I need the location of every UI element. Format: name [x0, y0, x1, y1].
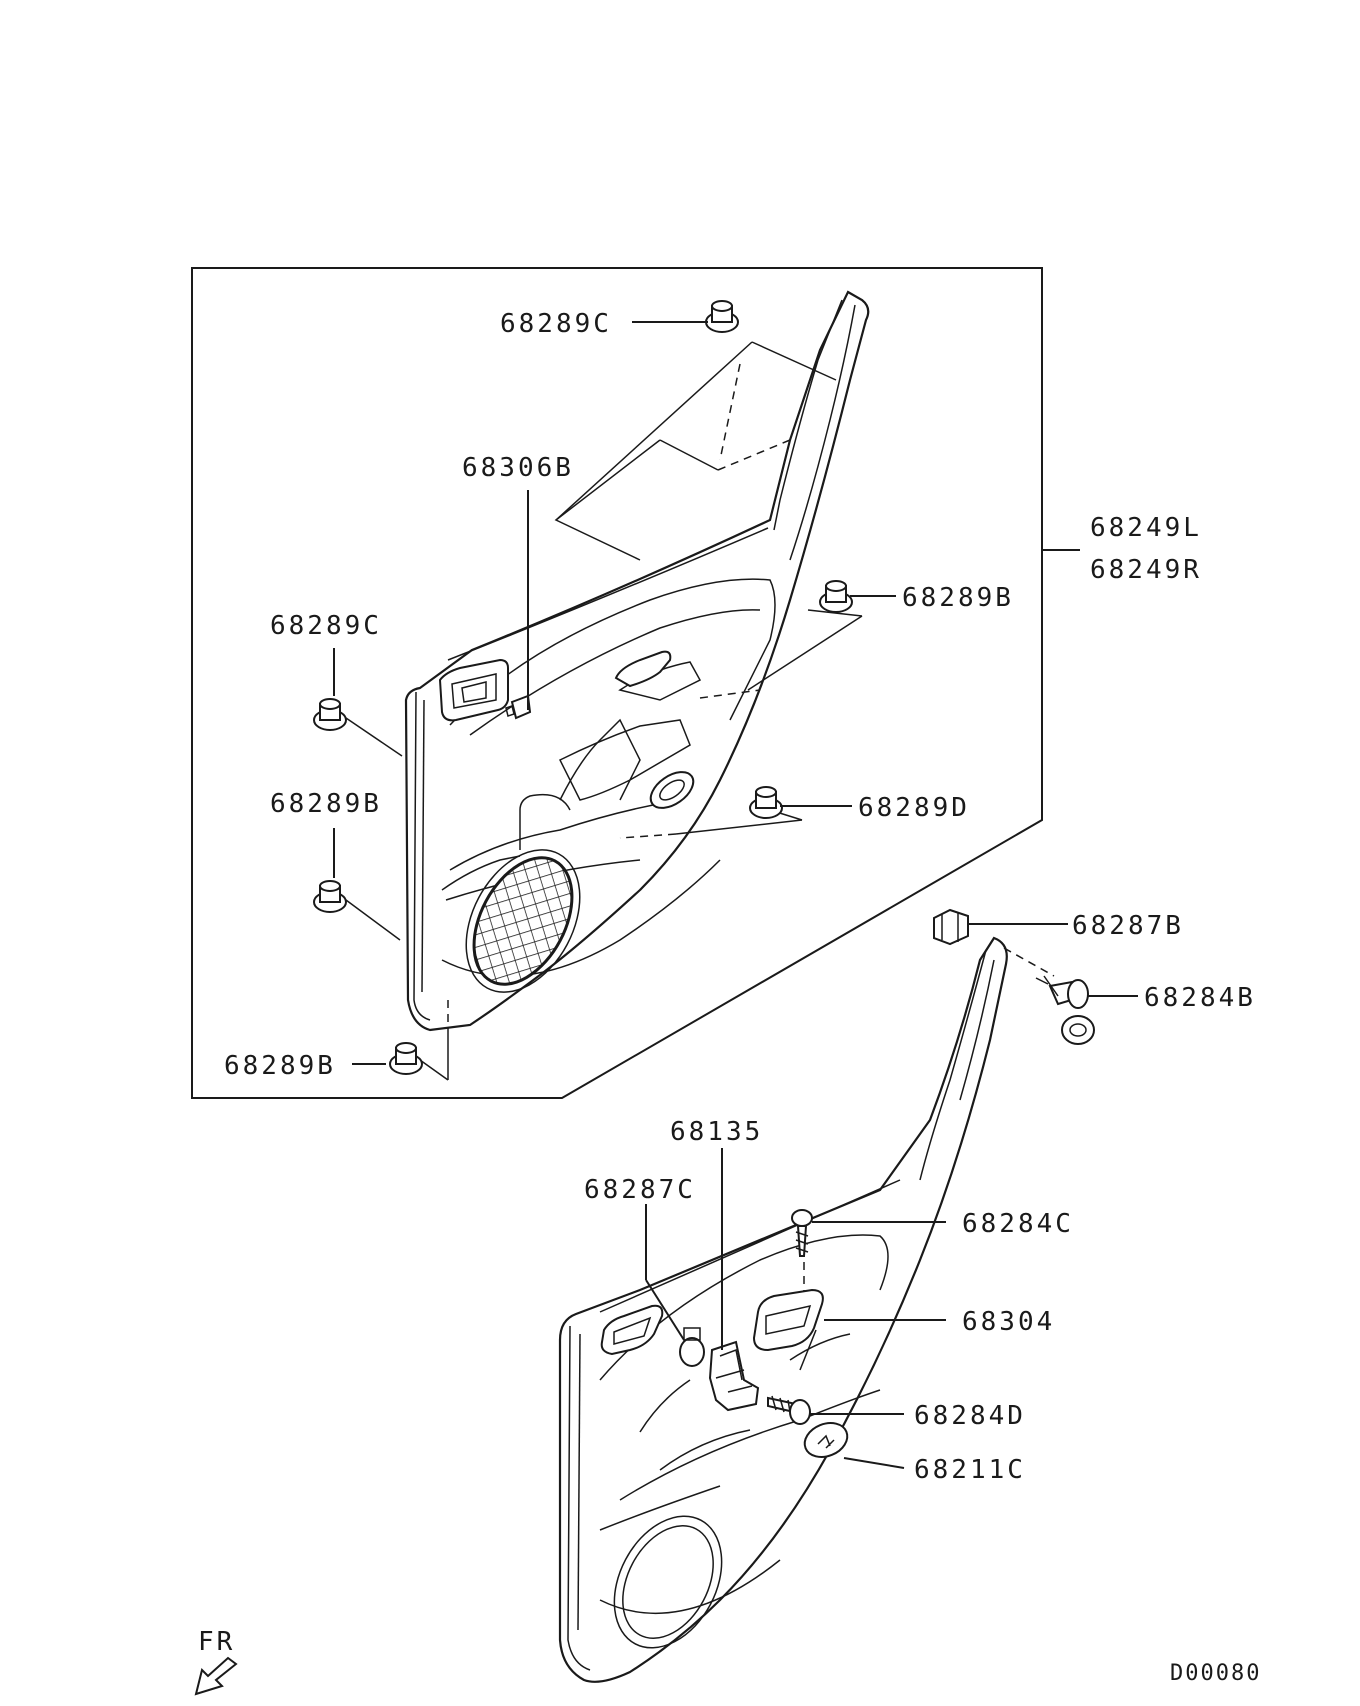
- callout-68284D: 68284D: [914, 1401, 1026, 1431]
- callout-68249L: 68249L: [1090, 513, 1202, 543]
- diagram-id: D00080: [1170, 1661, 1261, 1686]
- callout-68135: 68135: [670, 1117, 763, 1147]
- callout-68249R: 68249R: [1090, 555, 1202, 585]
- fr-label: FR: [198, 1627, 235, 1657]
- callout-68211C: 68211C: [914, 1455, 1026, 1485]
- callout-68289B-left: 68289B: [270, 789, 382, 819]
- clip-68289D: [749, 786, 783, 819]
- clip-68289B-left: [313, 880, 347, 913]
- part-68284D-shape: [767, 1395, 811, 1425]
- speaker-grille: [472, 856, 574, 986]
- callout-68289C-top: 68289C: [500, 309, 612, 339]
- clip-68289B-right: [819, 580, 853, 613]
- callout-68304: 68304: [962, 1307, 1055, 1337]
- callout-68287B: 68287B: [1072, 911, 1184, 941]
- callout-68289B-right: 68289B: [902, 583, 1014, 613]
- part-68306B-shape: [510, 694, 532, 720]
- callout-68306B: 68306B: [462, 453, 574, 483]
- assembly-boundary-box: [191, 267, 1043, 1099]
- part-68287B-shape: [933, 908, 969, 946]
- part-68284B-shape: [1035, 975, 1095, 1045]
- callout-68289C-left: 68289C: [270, 611, 382, 641]
- speaker-ring: [613, 1515, 723, 1649]
- part-68135-shape: [708, 1340, 760, 1412]
- callout-68284B: 68284B: [1144, 983, 1256, 1013]
- part-68304-shape: [752, 1288, 824, 1352]
- part-68284C-shape: [791, 1209, 813, 1257]
- callout-68289B-bottom: 68289B: [224, 1051, 336, 1081]
- front-direction-indicator: FR: [194, 1627, 238, 1696]
- callout-68289D: 68289D: [858, 793, 970, 823]
- clip-68289B-bottom: [389, 1042, 423, 1075]
- part-68211C-shape: [803, 1422, 849, 1458]
- front-arrow-icon: [194, 1656, 238, 1696]
- callout-68287C: 68287C: [584, 1175, 696, 1205]
- clip-68289C-left: [313, 698, 347, 731]
- clip-68289C-top: [705, 300, 739, 333]
- callout-68284C: 68284C: [962, 1209, 1074, 1239]
- part-68287C-shape: [679, 1327, 705, 1367]
- door-trim-panel-upper: [404, 290, 870, 1032]
